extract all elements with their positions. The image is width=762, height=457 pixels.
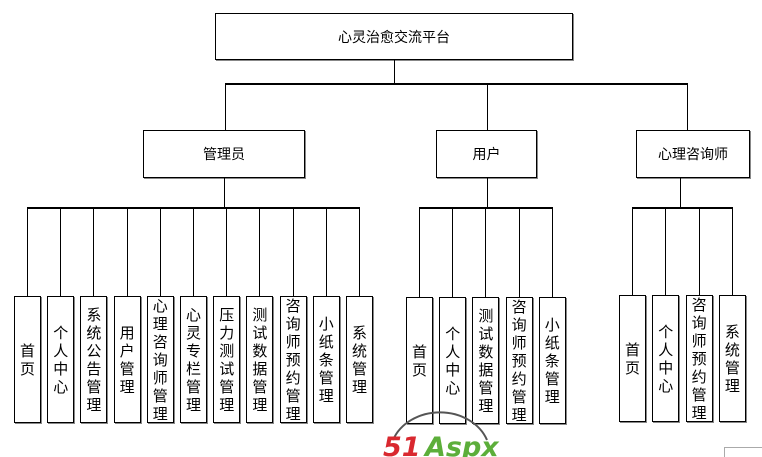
module-label: 个人中心 — [445, 324, 461, 397]
connector — [731, 208, 733, 295]
module-node: 咨询师预约管理 — [279, 296, 307, 423]
connector — [687, 84, 688, 130]
role-label: 管理员 — [203, 147, 245, 163]
connector — [394, 60, 395, 84]
module-label: 个人中心 — [53, 323, 69, 396]
connector — [359, 208, 360, 296]
module-label: 首页 — [20, 341, 36, 378]
connector — [419, 208, 420, 297]
module-label: 系统公告管理 — [86, 305, 102, 414]
connector — [680, 178, 681, 208]
watermark-logo: 51 Aspx — [383, 411, 500, 457]
corner-mark — [724, 447, 762, 457]
module-label: 测试数据管理 — [252, 305, 268, 414]
connector — [159, 208, 161, 296]
connector — [632, 208, 633, 295]
module-node: 个人中心 — [47, 296, 75, 423]
module-node: 个人中心 — [439, 297, 467, 424]
root-node: 心灵治愈交流平台 — [215, 13, 573, 60]
module-node: 心灵专栏管理 — [180, 296, 207, 423]
module-node: 系统公告管理 — [80, 296, 108, 423]
connector — [665, 208, 667, 295]
role-node-counselor: 心理咨询师 — [636, 130, 750, 178]
module-node: 个人中心 — [652, 295, 680, 422]
role-label: 用户 — [472, 147, 501, 163]
module-node: 咨询师预约管理 — [685, 295, 713, 422]
module-label: 用户管理 — [119, 323, 135, 396]
module-node: 咨询师预约管理 — [505, 297, 533, 424]
module-label: 咨询师预约管理 — [691, 295, 707, 422]
module-label: 心理咨询师管理 — [152, 296, 168, 423]
module-label: 小纸条管理 — [544, 315, 560, 406]
module-label: 系统管理 — [724, 322, 740, 395]
module-node: 首页 — [14, 296, 41, 423]
module-label: 咨询师预约管理 — [285, 296, 301, 423]
connector — [487, 178, 488, 208]
root-label: 心灵治愈交流平台 — [338, 29, 450, 46]
connector — [452, 208, 454, 297]
role-node-user: 用户 — [436, 130, 537, 178]
connector — [93, 208, 95, 296]
connector — [485, 208, 487, 297]
module-label: 测试数据管理 — [478, 306, 494, 415]
module-node: 小纸条管理 — [312, 296, 340, 423]
svg-text:Aspx: Aspx — [423, 432, 500, 457]
svg-text:51: 51 — [383, 432, 421, 457]
module-label: 咨询师预约管理 — [511, 297, 527, 424]
module-node: 首页 — [619, 295, 646, 422]
connector — [224, 178, 225, 208]
connector — [259, 208, 261, 296]
module-node: 系统管理 — [346, 296, 373, 423]
connector — [518, 208, 520, 297]
module-label: 压力测试管理 — [219, 305, 235, 414]
module-node: 用户管理 — [113, 296, 141, 423]
module-node: 首页 — [406, 297, 433, 424]
connector — [698, 208, 700, 295]
module-node: 测试数据管理 — [472, 297, 500, 424]
connector — [225, 84, 226, 130]
connector — [60, 208, 62, 296]
module-label: 小纸条管理 — [318, 314, 334, 405]
module-node: 小纸条管理 — [538, 297, 566, 424]
role-label: 心理咨询师 — [658, 147, 728, 163]
role-node-admin: 管理员 — [143, 130, 305, 178]
module-node: 系统管理 — [718, 295, 746, 422]
connector — [632, 207, 733, 209]
module-label: 首页 — [625, 340, 641, 377]
connector — [551, 208, 553, 297]
connector — [292, 208, 294, 296]
connector — [27, 208, 28, 296]
module-node: 测试数据管理 — [246, 296, 274, 423]
module-node: 心理咨询师管理 — [146, 296, 174, 423]
connector — [325, 208, 327, 296]
module-label: 系统管理 — [352, 323, 368, 396]
connector — [487, 84, 488, 130]
module-label: 个人中心 — [658, 322, 674, 395]
connector — [225, 83, 688, 85]
connector — [226, 208, 228, 296]
module-label: 心灵专栏管理 — [186, 305, 202, 414]
connector — [126, 208, 128, 296]
module-label: 首页 — [412, 342, 428, 379]
connector — [193, 208, 194, 296]
module-node: 压力测试管理 — [213, 296, 241, 423]
